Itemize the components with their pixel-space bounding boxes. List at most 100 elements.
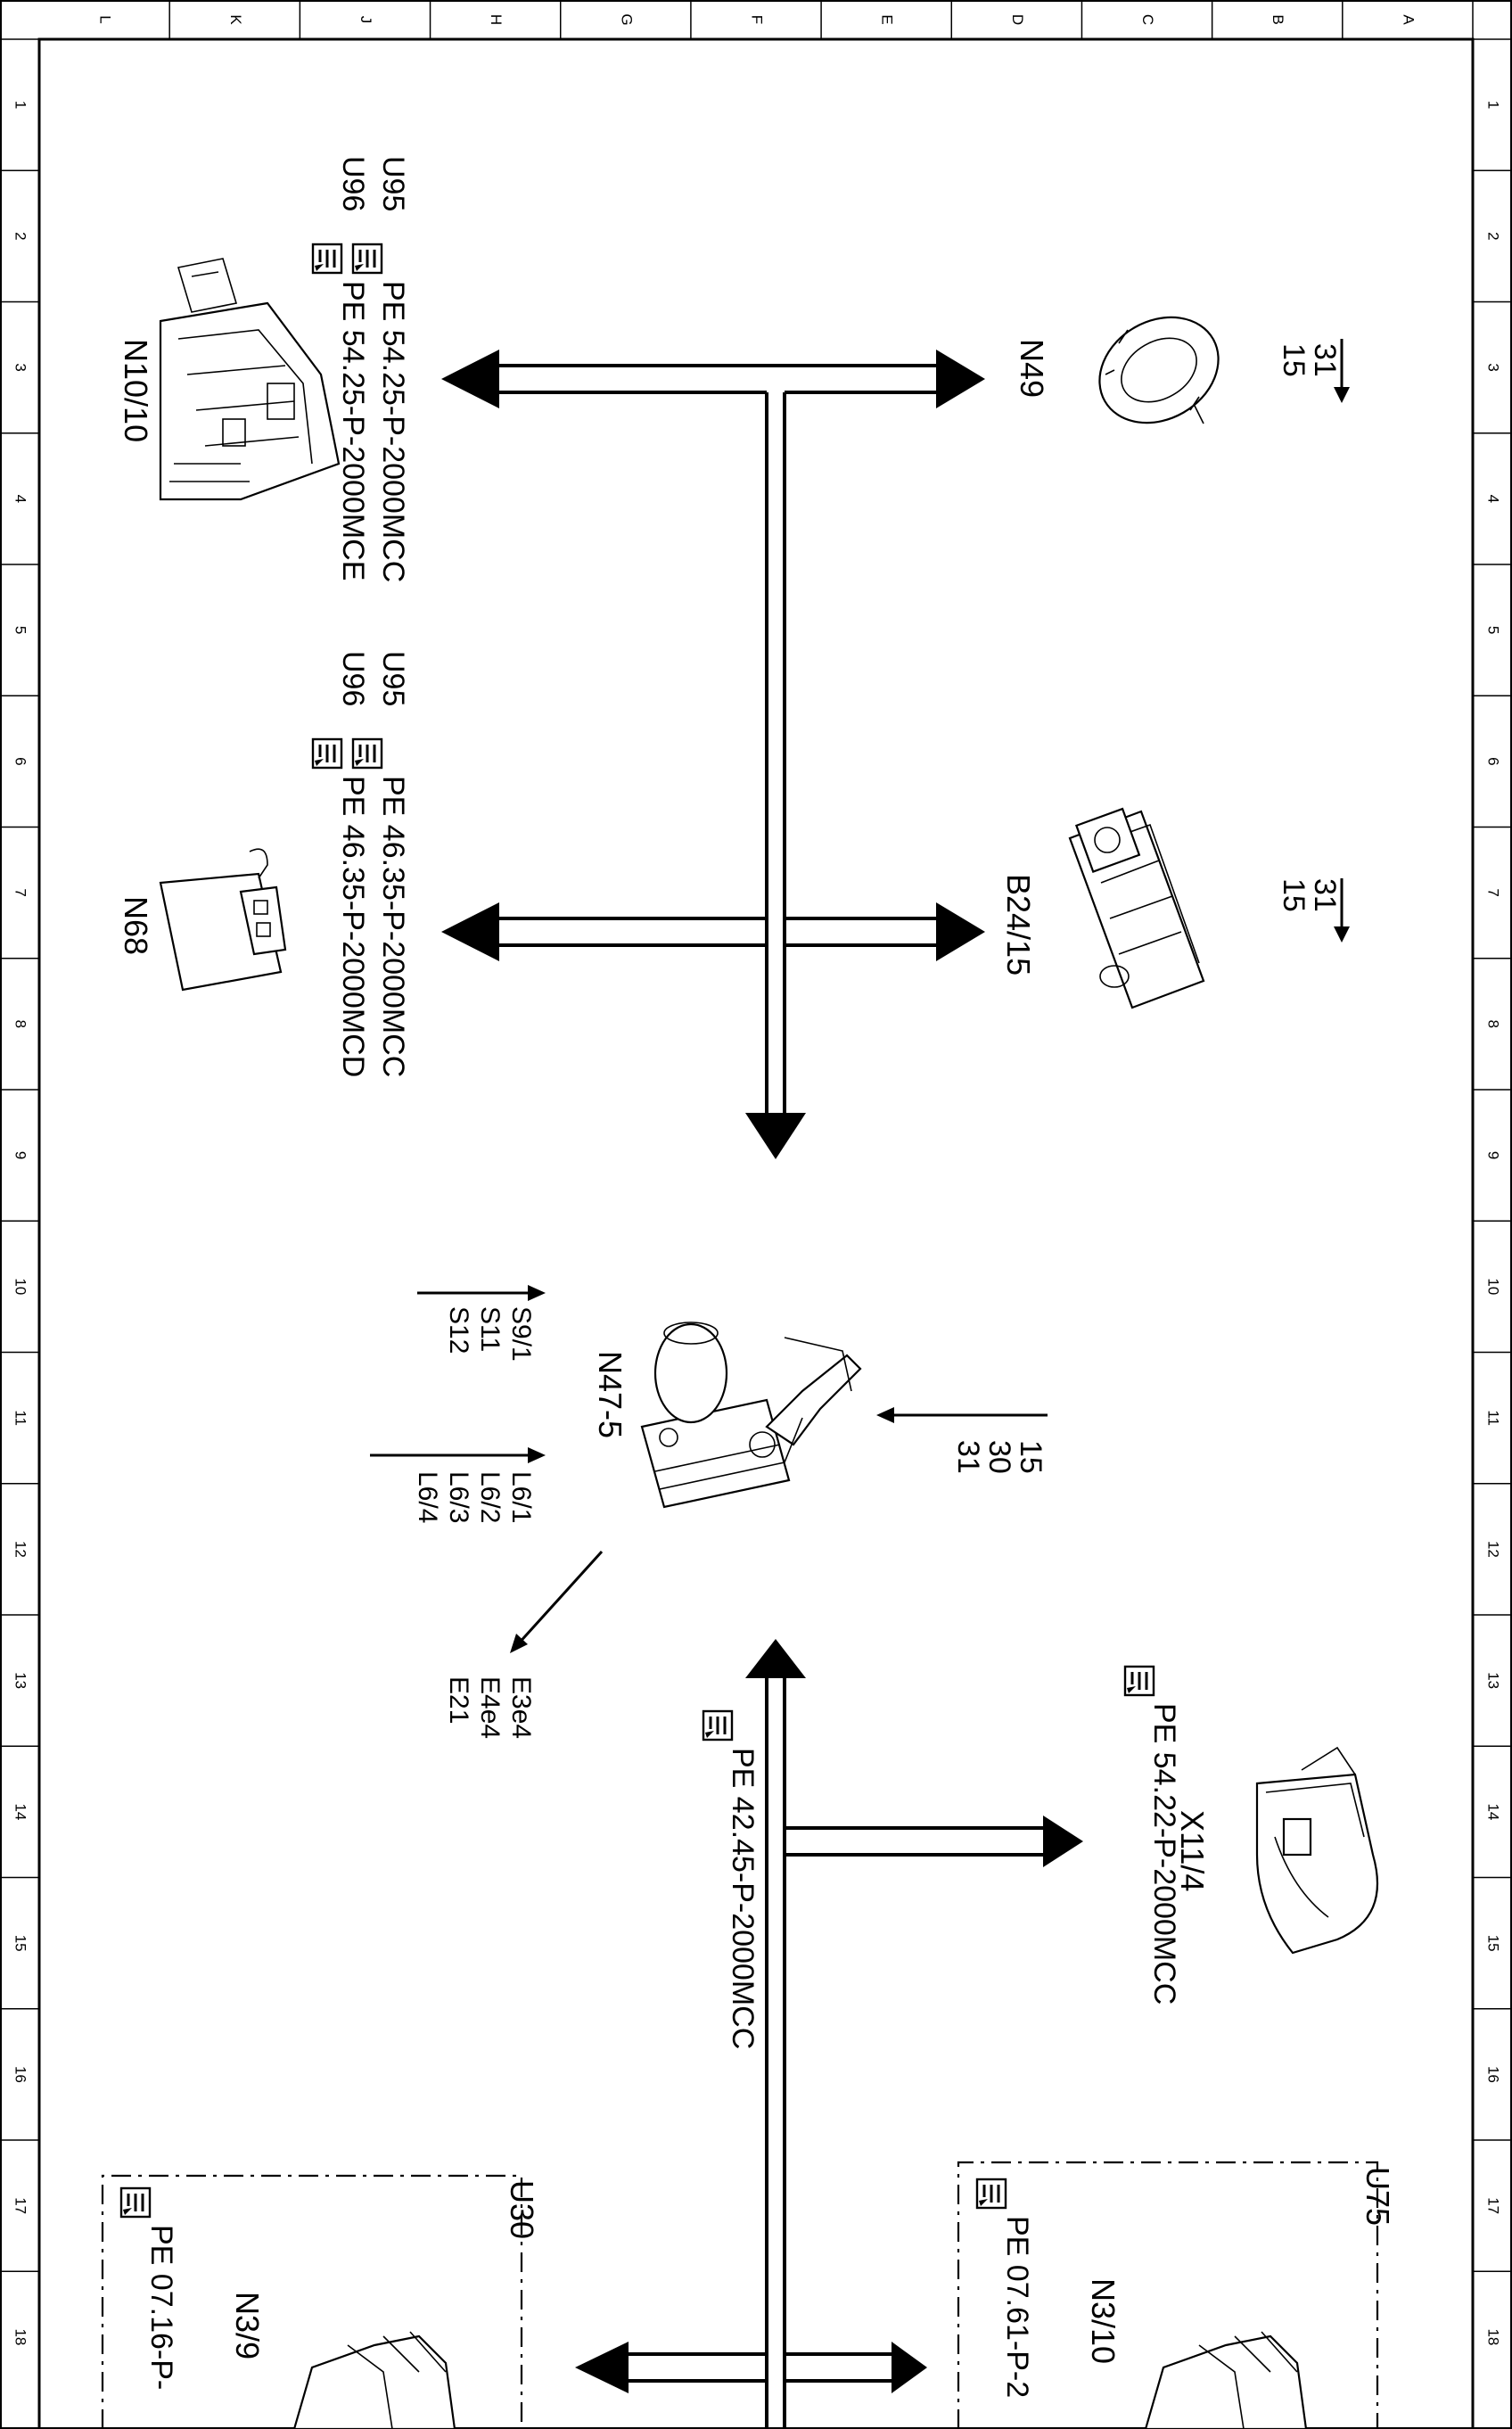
n3-10-ref: PE 07.61-P-2 xyxy=(1000,2216,1034,2398)
reference-book-icon xyxy=(351,737,383,770)
n3-9-ref: PE 07.16-P- xyxy=(144,2225,178,2390)
row-number-left: 16 xyxy=(12,2066,29,2083)
reference-book-icon xyxy=(311,737,343,770)
b24-15-pin-31: 31 xyxy=(1308,878,1342,912)
reference-book-icon xyxy=(351,243,383,275)
row-number-left: 10 xyxy=(12,1278,29,1295)
n68-module-picture xyxy=(159,848,287,992)
row-number-right: 4 xyxy=(1485,495,1502,503)
x11-4-connector-picture xyxy=(1255,1746,1379,1955)
row-number-left: 13 xyxy=(12,1672,29,1689)
n3-10-name: N3/10 xyxy=(1085,2278,1122,2364)
row-number-right: 2 xyxy=(1485,232,1502,240)
n68-name: N68 xyxy=(118,896,154,955)
n47-5-output-e3e4: E3e4 xyxy=(506,1676,536,1739)
row-number-left: 9 xyxy=(12,1151,29,1159)
row-number-left: 18 xyxy=(12,2328,29,2345)
n49-sensor-picture xyxy=(1098,316,1220,424)
row-number-left: 15 xyxy=(12,1935,29,1952)
b24-15-name: B24/15 xyxy=(1000,874,1037,976)
row-number-right: 11 xyxy=(1485,1410,1502,1426)
n10-10-name: N10/10 xyxy=(118,339,154,442)
n10-10-u95-ref: PE 54.25-P-2000MCC xyxy=(376,281,410,582)
column-letter: A xyxy=(1400,14,1417,25)
reference-book-icon xyxy=(311,243,343,275)
n47-5-input-l6-3: L6/3 xyxy=(444,1471,473,1523)
u75-group-label: U75 xyxy=(1360,2167,1396,2226)
row-number-right: 13 xyxy=(1485,1672,1502,1689)
row-number-right: 9 xyxy=(1485,1151,1502,1159)
row-number-right: 14 xyxy=(1485,1803,1502,1820)
n47-5-unit-picture xyxy=(640,1322,862,1509)
n47-5-input-l6-4: L6/4 xyxy=(413,1471,442,1523)
n68-u95-ref: PE 46.35-P-2000MCC xyxy=(376,776,410,1077)
reference-book-icon xyxy=(119,2186,152,2219)
n10-10-module-picture xyxy=(159,258,341,501)
row-number-left: 3 xyxy=(12,363,29,371)
row-number-right: 7 xyxy=(1485,888,1502,896)
column-letter: E xyxy=(879,14,896,24)
n68-u96-label: U96 xyxy=(336,651,370,706)
bus-lines xyxy=(499,364,1043,2429)
row-number-left: 17 xyxy=(12,2197,29,2214)
reference-book-icon xyxy=(702,1709,734,1741)
row-number-right: 8 xyxy=(1485,1020,1502,1028)
column-letter: B xyxy=(1270,14,1286,24)
row-number-right: 3 xyxy=(1485,363,1502,371)
reference-book-icon xyxy=(975,2178,1007,2210)
column-letter: C xyxy=(1139,14,1156,25)
n47-5-output-e4e4: E4e4 xyxy=(475,1676,505,1739)
n10-10-u96-ref: PE 54.25-P-2000MCE xyxy=(336,281,370,580)
n47-5-pin-31: 31 xyxy=(951,1440,985,1474)
row-number-right: 1 xyxy=(1485,101,1502,109)
n47-5-input-s9-1: S9/1 xyxy=(506,1306,536,1362)
x11-4-ref: PE 54.22-P-2000MCC xyxy=(1147,1703,1181,2005)
u30-group-box xyxy=(101,2174,523,2429)
row-number-right: 18 xyxy=(1485,2328,1502,2345)
n47-5-input-l6-2: L6/2 xyxy=(475,1471,505,1523)
row-number-left: 4 xyxy=(12,495,29,503)
row-number-right: 6 xyxy=(1485,757,1502,765)
n10-10-u95-label: U95 xyxy=(376,156,410,211)
row-number-right: 17 xyxy=(1485,2197,1502,2214)
n47-5-output-e21: E21 xyxy=(444,1676,473,1724)
u30-group-label: U30 xyxy=(504,2180,540,2239)
bus-ref: PE 42.45-P-2000MCC xyxy=(726,1748,760,2049)
n49-name: N49 xyxy=(1014,339,1050,398)
row-number-left: 14 xyxy=(12,1803,29,1820)
column-letter: H xyxy=(488,14,505,25)
reference-book-icon xyxy=(1123,1665,1155,1697)
row-number-left: 12 xyxy=(12,1541,29,1558)
n47-5-pin-30: 30 xyxy=(982,1440,1016,1474)
n47-5-pin-15: 15 xyxy=(1014,1440,1048,1474)
column-letter: F xyxy=(749,15,766,24)
b24-15-sensor-picture xyxy=(1068,807,1205,1009)
column-letter: J xyxy=(357,16,374,24)
row-number-right: 16 xyxy=(1485,2066,1502,2083)
n47-5-name: N47-5 xyxy=(592,1351,629,1438)
n49-pin-31: 31 xyxy=(1308,343,1342,377)
row-number-left: 5 xyxy=(12,626,29,634)
bus-arrowheads xyxy=(441,350,1083,2393)
n68-u96-ref: PE 46.35-P-2000MCD xyxy=(336,776,370,1077)
row-number-left: 6 xyxy=(12,757,29,765)
column-letter: K xyxy=(227,14,244,25)
n47-5-input-l6-1: L6/1 xyxy=(506,1471,536,1523)
u75-group-box xyxy=(957,2161,1379,2429)
column-letter: G xyxy=(618,13,635,25)
row-number-right: 15 xyxy=(1485,1935,1502,1952)
n10-10-u96-label: U96 xyxy=(336,156,370,211)
row-number-left: 2 xyxy=(12,232,29,240)
column-letter: L xyxy=(97,15,114,23)
column-letter: D xyxy=(1009,14,1026,25)
row-number-right: 12 xyxy=(1485,1541,1502,1558)
row-number-left: 11 xyxy=(12,1410,29,1426)
signal-arrows xyxy=(370,339,1350,1653)
row-number-left: 8 xyxy=(12,1020,29,1028)
x11-4-name: X11/4 xyxy=(1174,1810,1211,1891)
